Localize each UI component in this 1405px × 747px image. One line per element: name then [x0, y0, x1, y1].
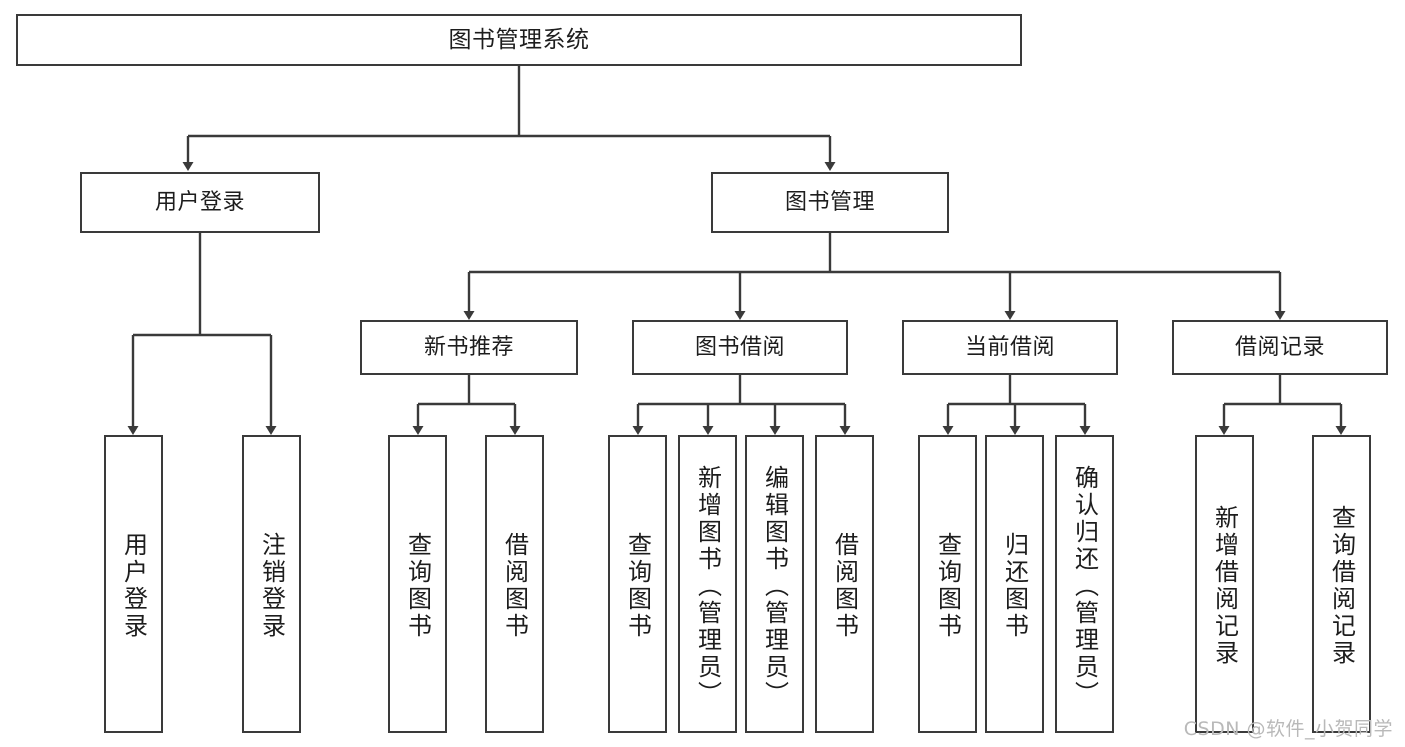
node-new-book-recommend[interactable]: 新书推荐	[360, 320, 578, 375]
node-leaf-confirm-return[interactable]: 确认归还（管理员）	[1055, 435, 1114, 733]
node-leaf-logout-login[interactable]: 注销登录	[242, 435, 301, 733]
node-label: 用户登录	[154, 189, 245, 215]
node-label: 查询图书	[933, 532, 962, 640]
node-label: 借阅图书	[830, 532, 859, 640]
node-book-borrow[interactable]: 图书借阅	[632, 320, 848, 375]
node-root-system[interactable]: 图书管理系统	[16, 14, 1022, 66]
node-label: 借阅图书	[500, 532, 529, 640]
node-label: 新增图书（管理员）	[693, 464, 722, 708]
node-leaf-return-book[interactable]: 归还图书	[985, 435, 1044, 733]
node-leaf-add-book[interactable]: 新增图书（管理员）	[678, 435, 737, 733]
node-label: 查询借阅记录	[1327, 505, 1356, 667]
node-label: 图书管理系统	[448, 26, 590, 53]
node-leaf-query-book-1[interactable]: 查询图书	[388, 435, 447, 733]
node-label: 新增借阅记录	[1210, 505, 1239, 667]
node-label: 图书借阅	[694, 334, 785, 360]
node-label: 用户登录	[119, 532, 148, 640]
node-borrow-record[interactable]: 借阅记录	[1172, 320, 1388, 375]
node-label: 图书管理	[784, 189, 875, 215]
node-leaf-add-record[interactable]: 新增借阅记录	[1195, 435, 1254, 733]
node-label: 查询图书	[403, 532, 432, 640]
node-leaf-query-book-3[interactable]: 查询图书	[918, 435, 977, 733]
node-label: 归还图书	[1000, 532, 1029, 640]
node-leaf-borrow-book-1[interactable]: 借阅图书	[485, 435, 544, 733]
node-user-login[interactable]: 用户登录	[80, 172, 320, 233]
node-leaf-edit-book[interactable]: 编辑图书（管理员）	[745, 435, 804, 733]
node-leaf-borrow-book-2[interactable]: 借阅图书	[815, 435, 874, 733]
node-label: 借阅记录	[1234, 334, 1325, 360]
node-book-manage[interactable]: 图书管理	[711, 172, 949, 233]
node-label: 新书推荐	[423, 334, 514, 360]
node-label: 编辑图书（管理员）	[760, 464, 789, 708]
node-label: 确认归还（管理员）	[1070, 464, 1099, 708]
node-leaf-query-record[interactable]: 查询借阅记录	[1312, 435, 1371, 733]
node-leaf-user-login[interactable]: 用户登录	[104, 435, 163, 733]
node-label: 注销登录	[257, 532, 286, 640]
node-label: 查询图书	[623, 532, 652, 640]
node-current-borrow[interactable]: 当前借阅	[902, 320, 1118, 375]
node-leaf-query-book-2[interactable]: 查询图书	[608, 435, 667, 733]
node-label: 当前借阅	[964, 334, 1055, 360]
